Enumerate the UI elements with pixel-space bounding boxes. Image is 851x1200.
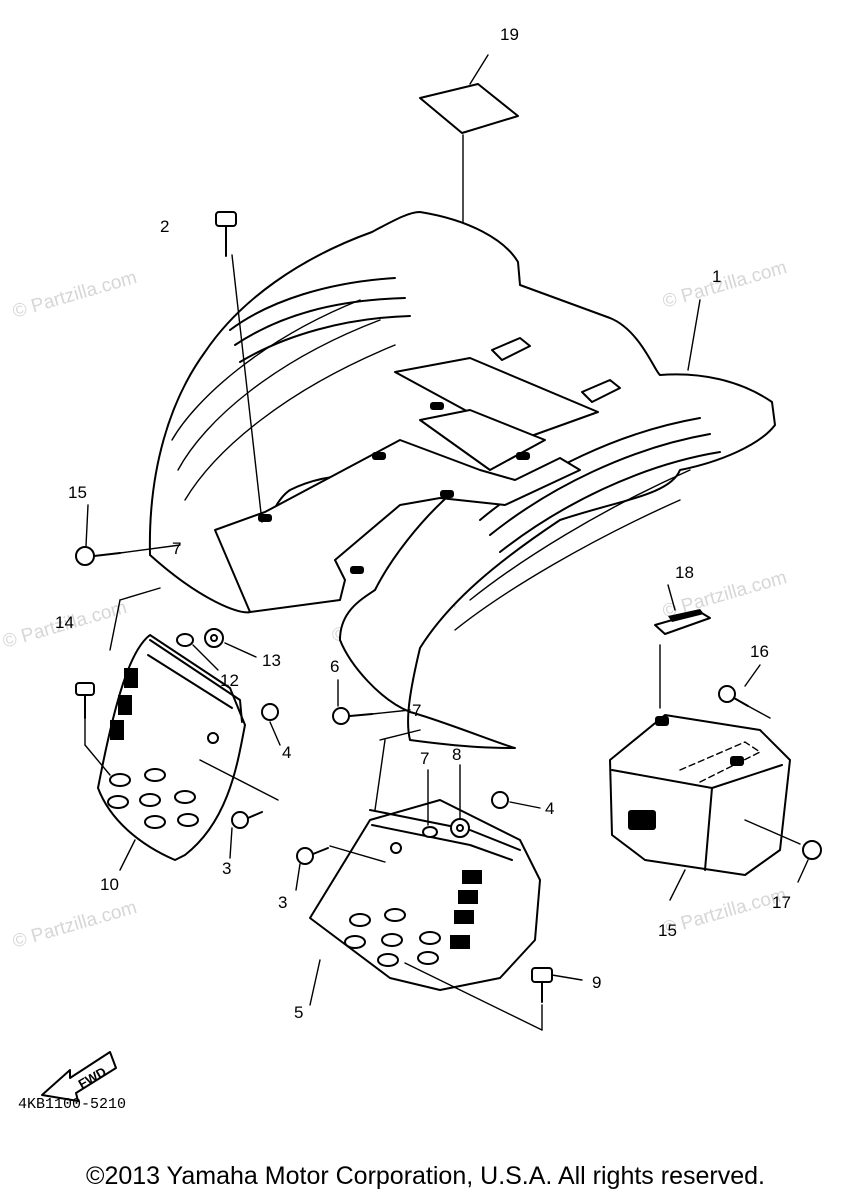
callout-4-left: 4 (282, 743, 291, 762)
callout-4-right: 4 (545, 799, 554, 818)
nut-13 (204, 628, 257, 658)
bolt-9 (404, 962, 583, 1031)
watermark-9: © Partzilla.com (660, 884, 789, 939)
bolt-14 (75, 682, 111, 776)
callout-15: 15 (658, 921, 677, 940)
copyright-notice: ©2013 Yamaha Motor Corporation, U.S.A. A… (86, 1162, 765, 1190)
callout-7-right: 7 (420, 749, 429, 768)
callout-18: 18 (675, 563, 694, 582)
mud-flap-right (309, 729, 541, 991)
bolt-16 (718, 664, 771, 719)
callout-3-right: 3 (278, 893, 287, 912)
callout-8: 8 (452, 745, 461, 764)
clip-18 (654, 584, 711, 635)
nut-4-left (261, 703, 281, 746)
screw-3-left (229, 811, 263, 859)
callout-7-mid: 7 (412, 701, 421, 720)
callout-14: 14 (55, 613, 74, 632)
callout-11: 15 (68, 483, 87, 502)
callout-9: 9 (592, 973, 601, 992)
bolt-2 (215, 211, 263, 523)
nut-17 (744, 819, 822, 883)
callout-10: 10 (100, 875, 119, 894)
rear-fender (148, 211, 776, 749)
callout-19: 19 (500, 25, 519, 44)
watermark-1: © Partzilla.com (10, 267, 139, 322)
mud-flap-left (97, 587, 279, 861)
watermark-7: © Partzilla.com (10, 897, 139, 952)
nut-8 (450, 764, 470, 838)
callout-7-left: 7 (172, 539, 181, 558)
callout-6: 6 (330, 657, 339, 676)
callout-2: 2 (160, 217, 169, 236)
nut-4-right (491, 791, 541, 809)
callout-17: 17 (772, 893, 791, 912)
diagram-code: 4KB1100-5210 (18, 1096, 126, 1113)
callout-3-left: 3 (222, 859, 231, 878)
tool-box (609, 644, 791, 901)
washer-7 (422, 769, 438, 838)
screw-11 (75, 504, 181, 566)
watermark-2: © Partzilla.com (660, 257, 789, 312)
callout-12: 12 (220, 671, 239, 690)
screw-3-right (295, 845, 386, 891)
fwd-arrow: FWD (41, 1051, 117, 1102)
screw-6 (332, 679, 411, 725)
callout-5: 5 (294, 1003, 303, 1022)
callout-13: 13 (262, 651, 281, 670)
callout-16: 16 (750, 642, 769, 661)
callout-1: 1 (712, 267, 721, 286)
washer-12 (176, 633, 219, 671)
